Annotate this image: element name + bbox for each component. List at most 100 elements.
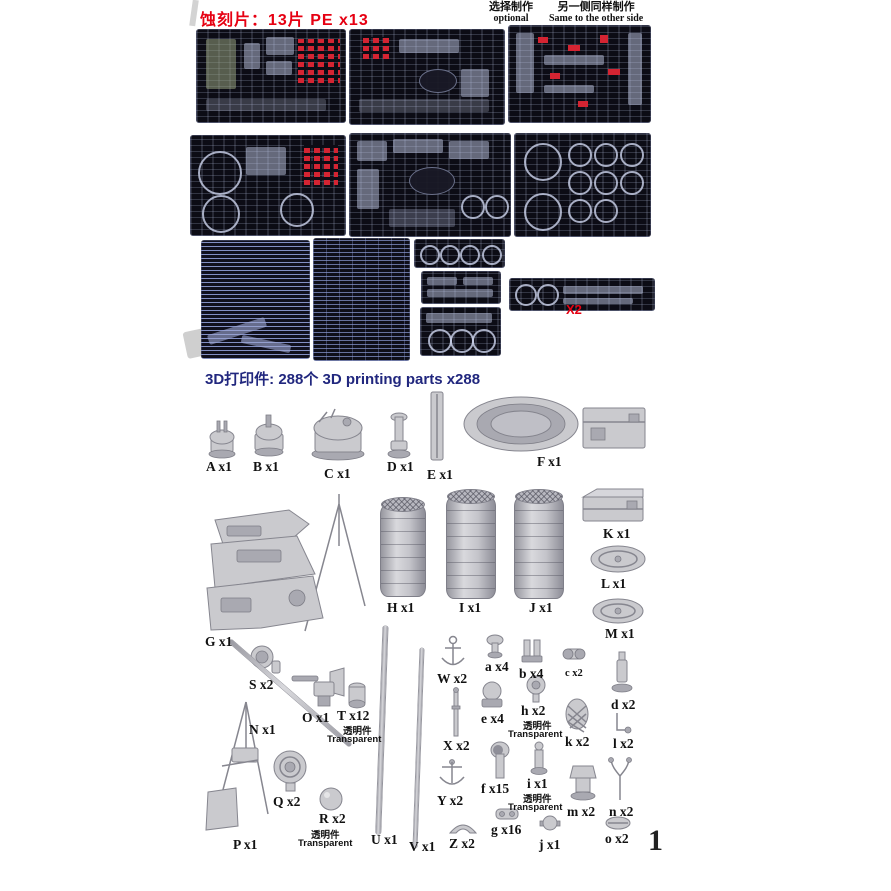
pe-detail (568, 199, 592, 223)
part-W-shape (437, 634, 469, 672)
part-V-shape (413, 648, 424, 849)
pe-detail (524, 193, 562, 231)
part-label-c: c x2 (565, 668, 583, 679)
pe-detail (244, 43, 260, 69)
part-a-shape (486, 633, 504, 659)
part-A-shape (204, 417, 240, 459)
pe-detail (428, 329, 452, 353)
pe-detail (460, 245, 480, 265)
part-J-shape (514, 489, 564, 599)
pe-detail (620, 171, 644, 195)
transparent-note-en: Transparent (327, 734, 382, 745)
funnel-grill (447, 489, 495, 504)
funnel-grill (381, 497, 425, 512)
pe-sheet (509, 278, 655, 311)
part-d-shape (609, 650, 635, 696)
pe-detail (472, 329, 496, 353)
pe-detail (399, 39, 459, 53)
part-o-shape (604, 814, 632, 832)
pe-sheet (420, 307, 501, 356)
part-label-B: B x1 (253, 459, 279, 474)
pe-detail (240, 334, 292, 354)
part-label-Q: Q x2 (273, 794, 301, 809)
pe-detail (357, 169, 379, 209)
part-label-G: G x1 (205, 634, 233, 649)
pe-detail (544, 85, 594, 93)
pe-detail (449, 141, 489, 159)
part-U-shape (375, 626, 388, 835)
pe-detail (409, 167, 455, 195)
part-label-o: o x2 (605, 831, 629, 846)
pe-optional-parts (363, 37, 389, 59)
part-label-g: g x16 (491, 822, 522, 837)
pe-detail (198, 151, 242, 195)
transparent-note-cn: 透明件 (523, 721, 552, 732)
part-label-V: V x1 (409, 839, 436, 854)
funnel-grill (515, 489, 563, 504)
pe-optional-mark (608, 69, 620, 75)
pe-optional-mark (568, 45, 580, 51)
part-label-f: f x15 (481, 781, 510, 796)
part-D-shape (386, 409, 412, 459)
pe-section-title: 蚀刻片：13片 PE x13 (200, 12, 369, 29)
part-label-T: T x12 (337, 708, 370, 723)
pe-detail (537, 284, 559, 306)
part-label-E: E x1 (427, 467, 453, 482)
page-number: 1 (648, 824, 663, 857)
part-label-i: i x1 (527, 776, 548, 791)
printing-section-title: 3D打印件: 288个 3D printing parts x288 (205, 371, 481, 388)
part-label-A: A x1 (206, 459, 232, 474)
part-n-shape (607, 756, 633, 802)
part-label-l: l x2 (613, 736, 634, 751)
pe-detail (450, 329, 474, 353)
part-G-shape (197, 486, 377, 636)
pe-detail (628, 33, 642, 105)
pe-sheet-railings (313, 238, 410, 361)
part-label-N: N x1 (249, 722, 276, 737)
transparent-note-en: Transparent (508, 729, 563, 740)
pe-optional-mark (578, 101, 588, 107)
pe-detail (524, 143, 562, 181)
part-label-a: a x4 (485, 659, 509, 674)
pe-sheet-railings (201, 240, 310, 359)
optional-note-en: optional (493, 13, 529, 25)
pe-detail (461, 195, 485, 219)
part-L-shape (589, 543, 647, 575)
pe-optional-parts (298, 39, 340, 83)
part-label-F: F x1 (537, 454, 562, 469)
pe-detail (563, 286, 643, 294)
pe-detail (620, 143, 644, 167)
pe-sheet (349, 133, 511, 237)
part-F-shape (461, 394, 651, 458)
transparent-note-cn: 透明件 (343, 726, 372, 737)
part-label-O: O x1 (302, 710, 330, 725)
part-label-L: L x1 (601, 576, 627, 591)
part-k-shape (564, 696, 590, 734)
part-label-P: P x1 (233, 837, 258, 852)
transparent-note-cn: 透明件 (311, 830, 340, 841)
part-T-shape (346, 679, 368, 709)
scan-artifact (189, 0, 199, 27)
funnel-body (446, 496, 496, 599)
part-m-shape (569, 760, 597, 802)
part-Q-shape (268, 747, 314, 793)
pe-detail (568, 143, 592, 167)
pe-detail (427, 289, 493, 297)
same-side-note-cn: 另一侧同样制作 (557, 1, 635, 13)
pe-header-notes: 选择制作 optional 另一侧同样制作 Same to the other … (489, 1, 643, 25)
pe-detail (516, 33, 534, 93)
pe-detail (463, 277, 493, 285)
pe-detail (427, 277, 457, 285)
pe-detail (594, 143, 618, 167)
same-side-note-en: Same to the other side (549, 13, 644, 25)
part-label-D: D x1 (387, 459, 414, 474)
pe-sheet (414, 239, 505, 268)
part-label-Y: Y x2 (437, 793, 464, 808)
part-label-j: j x1 (539, 837, 561, 852)
part-label-b: b x4 (519, 666, 544, 681)
pe-detail (515, 284, 537, 306)
x2-quantity-label: X2 (566, 302, 582, 317)
pe-detail (594, 171, 618, 195)
pe-sheet (349, 29, 505, 125)
part-Z-shape (448, 817, 478, 835)
